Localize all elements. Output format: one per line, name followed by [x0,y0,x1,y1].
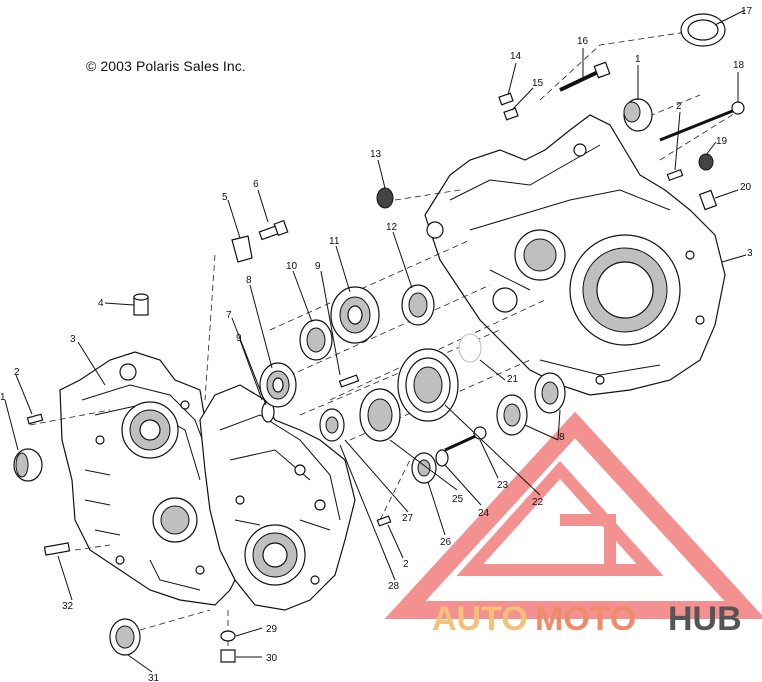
callout-9-upper: 9 [315,261,321,272]
callout-17: 17 [741,6,753,17]
logo-g-stroke [560,514,616,575]
logo-outer-triangle [384,411,762,619]
part-27-bearing [319,408,345,442]
callout-1-left: 1 [0,392,6,403]
part-25-bearing [359,388,401,442]
callout-26: 26 [440,537,452,548]
callout-22: 22 [532,497,544,508]
leader-lines [4,9,747,673]
part-6-bolt [258,219,289,241]
callout-8-upper: 8 [246,275,252,286]
watermark-moto: MOTO [535,600,636,638]
callout-3-right: 3 [747,248,753,259]
part-9-screw [338,374,360,388]
callout-31: 31 [148,673,160,682]
left-crankcase [59,351,246,606]
callout-5: 5 [222,192,228,203]
part-15-dowel [503,107,519,121]
part-14-dowel [498,92,514,106]
callout-12: 12 [386,222,398,233]
callout-10: 10 [286,261,298,272]
part-16-bolt [559,61,611,92]
center-crankcase [199,384,356,611]
callout-1-top: 1 [635,54,641,65]
callout-25: 25 [452,494,464,505]
part-13-nut [376,187,394,209]
part-12-bearing [401,284,435,326]
watermark-logo [384,411,762,619]
callout-11: 11 [329,236,340,247]
right-crankcase [424,114,726,396]
callout-29: 29 [266,624,278,635]
watermark-text: AUTO MOTO HUB [432,600,742,638]
part-1-left-bushing [13,448,43,482]
callout-15: 15 [532,78,544,89]
callout-2-left: 2 [14,367,20,378]
callout-32: 32 [62,601,74,612]
part-9-bearing-upper [299,319,333,361]
part-21-seal [458,333,482,363]
part-2-lower-dowel [376,515,392,527]
part-32-bolt [43,542,71,556]
callout-2-lower: 2 [403,559,409,570]
callout-18: 18 [733,60,745,71]
callouts: 17 14 16 1 18 15 2 19 13 20 6 5 12 11 3 … [0,6,753,682]
part-2-right-dowel [666,169,684,181]
part-22-large-bearing [397,348,459,422]
callout-24: 24 [478,508,490,519]
callout-28: 28 [388,581,400,592]
callout-8-right: 8 [559,432,565,443]
part-11-bearing [330,286,380,344]
part-4-dowel-sleeve [133,293,149,316]
part-20-dowel [698,189,718,211]
callout-30: 30 [266,653,278,664]
callout-2-top: 2 [676,101,682,112]
part-29-washer [220,630,236,642]
callout-9-lower: 9 [236,333,242,344]
callout-19: 19 [716,136,728,147]
copyright-text: © 2003 Polaris Sales Inc. [86,58,246,74]
callout-21: 21 [507,374,519,385]
callout-3-left: 3 [70,334,76,345]
part-8-right-bearings [496,372,566,436]
part-2-left-dowel [26,413,44,425]
callout-6: 6 [253,179,259,190]
callout-20: 20 [740,182,752,193]
callout-16: 16 [577,36,589,47]
part-31-cap [109,618,141,656]
callout-14: 14 [510,51,522,62]
part-18-long-bolt [659,101,745,142]
part-17-seal [680,13,726,47]
watermark-hub: HUB [668,600,742,638]
part-19-nut [698,153,714,171]
callout-7: 7 [226,310,232,321]
part-30-plug [220,649,236,663]
callout-4: 4 [98,298,104,309]
callout-23: 23 [497,480,509,491]
callout-13: 13 [370,149,382,160]
callout-27: 27 [402,513,414,524]
part-26-bearing [411,452,437,484]
part-1-right-bushing [623,98,653,132]
part-8-bearing [259,362,297,408]
part-5-plate [231,235,253,263]
watermark-auto: AUTO [432,600,528,638]
part-24-washer [435,449,449,467]
